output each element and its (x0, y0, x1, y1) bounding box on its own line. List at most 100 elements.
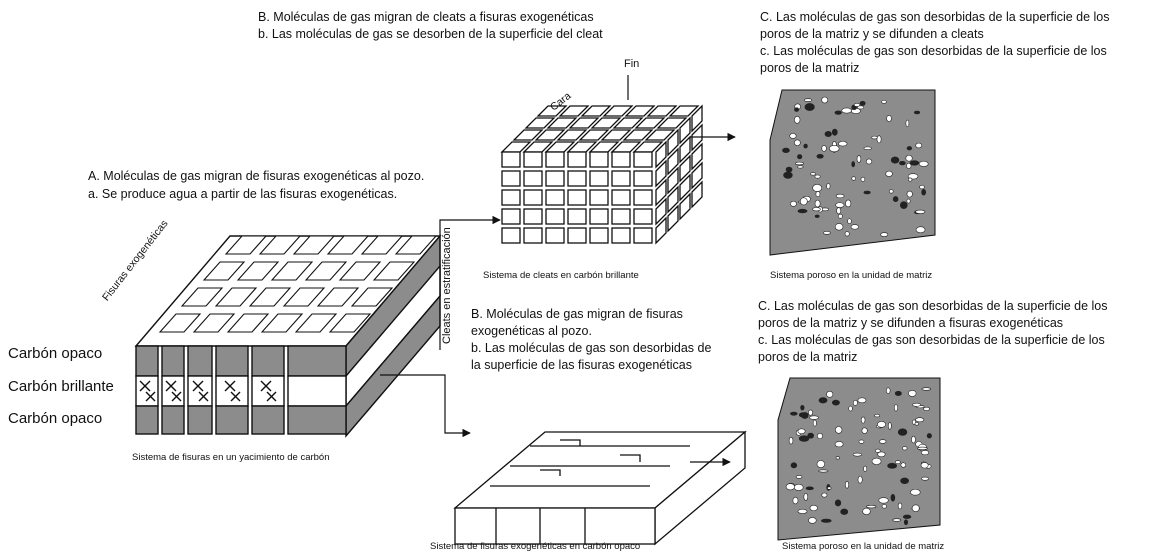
pore (900, 462, 907, 468)
pore (888, 189, 894, 194)
pore (860, 176, 866, 182)
pore (821, 96, 829, 104)
pore (850, 224, 860, 230)
opaque-block (187, 405, 213, 435)
top-block (236, 261, 280, 281)
pore (879, 439, 887, 444)
pore (797, 428, 806, 435)
cleat-side-cell (667, 185, 679, 214)
pore (803, 143, 808, 149)
pore (831, 128, 838, 136)
cleat-side-cell (679, 116, 691, 145)
pore (845, 480, 849, 489)
pore (915, 209, 926, 214)
mid-line-1: B. Moléculas de gas migran de fisuras (471, 307, 683, 321)
pore (814, 199, 821, 208)
pore (792, 496, 799, 505)
top-block (360, 235, 404, 255)
pore (858, 439, 865, 444)
pore (834, 223, 844, 231)
cleat-top-cell (590, 117, 622, 129)
mid-line-4: la superficie de las fisuras exogenética… (471, 358, 692, 372)
pore (794, 116, 801, 124)
top-block (226, 313, 270, 333)
bright-block (161, 375, 185, 407)
top-block (282, 287, 326, 307)
pore (831, 399, 840, 406)
pore (804, 98, 813, 102)
pore (785, 483, 795, 491)
pore (857, 475, 863, 484)
pore (914, 110, 921, 115)
pore (826, 183, 831, 190)
cleat-cell (611, 208, 631, 225)
pore (799, 197, 808, 206)
cleat-cell (589, 208, 609, 225)
bright-block (287, 375, 347, 407)
cleat-cell (567, 189, 587, 206)
cleat-side-cell (655, 178, 667, 207)
cleat-cell (523, 208, 543, 225)
cleat-side-cell (667, 128, 679, 157)
cleat-cube (500, 104, 703, 245)
top-block (338, 261, 382, 281)
pore (818, 469, 829, 473)
pore (824, 131, 832, 137)
pore (921, 387, 932, 391)
cleat-mark (198, 391, 209, 402)
opaque-block (135, 405, 159, 435)
cleat-cell (523, 189, 543, 206)
pore (835, 426, 843, 434)
pore (912, 402, 921, 407)
cleat-cell (523, 151, 543, 168)
pore (804, 103, 815, 111)
cleat-cell (567, 208, 587, 225)
pore (880, 232, 889, 237)
cleat-mark (224, 380, 236, 392)
cleat-top-cell (612, 117, 644, 129)
pore (829, 145, 840, 153)
pore (814, 174, 821, 179)
cleat-cell (545, 227, 565, 244)
pore (908, 177, 913, 182)
cleat-cell (633, 189, 653, 206)
front-bright-row (135, 375, 347, 407)
cleat-mark (171, 391, 182, 402)
pore (899, 160, 906, 166)
pore (878, 497, 889, 504)
pore (782, 147, 790, 153)
cleat-top-cell (568, 117, 600, 129)
pore (844, 231, 850, 237)
cleat-cell (633, 170, 653, 187)
cleat-cell (633, 227, 653, 244)
pore (857, 105, 865, 110)
pore (785, 166, 793, 173)
pore (852, 400, 858, 406)
pore (812, 207, 821, 212)
mid-line-3: b. Las moléculas de gas son desorbidas d… (471, 341, 712, 355)
top-block (214, 287, 258, 307)
pore (841, 107, 852, 114)
top-block (294, 313, 338, 333)
top-block (326, 235, 370, 255)
pore (812, 184, 823, 192)
porous-matrix-bottom (777, 377, 941, 541)
top-right-line-2: poros de la matriz y se difunden a cleat… (760, 27, 984, 41)
arrows (380, 75, 736, 467)
pore (863, 146, 872, 151)
pore (810, 172, 816, 176)
pore (857, 397, 867, 404)
cleat-side-cell (667, 166, 679, 195)
top-right-line-4: poros de la matriz (760, 61, 860, 75)
pore (821, 492, 828, 498)
cleat-top-cell (512, 129, 544, 141)
pore (906, 162, 912, 169)
pore (809, 415, 819, 420)
pore (808, 517, 817, 524)
arrow-to-cleat-cube (439, 215, 501, 350)
pore (886, 115, 892, 122)
cleat-cell (501, 189, 521, 206)
cleat-mark (230, 391, 241, 402)
porous-matrix-top (769, 89, 936, 256)
pore (856, 155, 862, 163)
